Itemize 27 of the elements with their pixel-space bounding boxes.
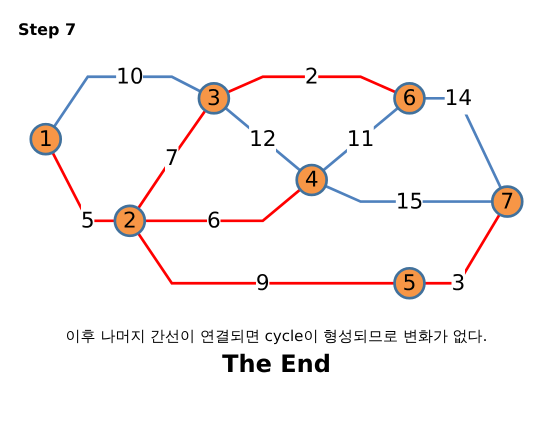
- connector: [144, 188, 302, 222]
- caption: 이후 나머지 간선이 연결되면 cycle이 형성되므로 변화가 없다.: [66, 327, 488, 346]
- node-circle: 3: [198, 82, 230, 115]
- connector: [137, 232, 395, 285]
- node-circle: 2: [114, 204, 146, 238]
- connector: [322, 106, 399, 172]
- edge-label: 5: [80, 207, 95, 233]
- connector: [227, 75, 396, 94]
- node-circle: 4: [295, 164, 328, 196]
- node-circle: 6: [393, 82, 426, 115]
- edge-label: 2: [304, 63, 319, 89]
- edge-label: 11: [346, 126, 374, 152]
- title: Step 7: [18, 20, 76, 39]
- edge-label: 3: [452, 270, 466, 296]
- closing-text: The End: [222, 350, 331, 378]
- node-circle: 1: [29, 122, 62, 156]
- connector: [224, 106, 302, 172]
- edge-label: 14: [444, 84, 472, 110]
- edge-label: 6: [207, 207, 221, 233]
- edge-label: 9: [256, 270, 270, 296]
- edge-label: 10: [116, 63, 144, 89]
- edge-label: 7: [164, 144, 179, 171]
- edge-label: 12: [249, 126, 277, 152]
- node-circle: 5: [393, 266, 426, 300]
- connector: [137, 110, 206, 210]
- edge-label: 15: [396, 188, 424, 214]
- node-circle: 7: [490, 185, 524, 218]
